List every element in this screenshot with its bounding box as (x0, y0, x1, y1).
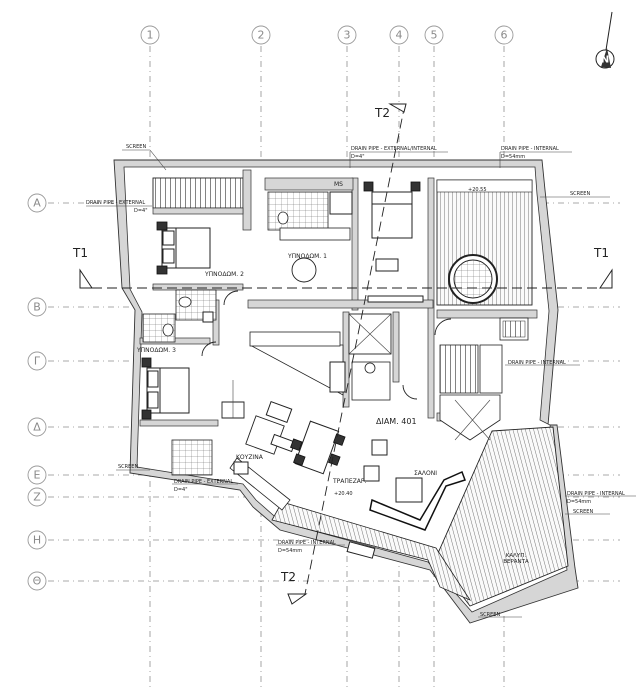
note-drain-bottom-left-2: D=4" (174, 487, 188, 493)
section-t1-left: T1 (72, 246, 88, 260)
grid-columns (149, 46, 505, 690)
grid-column-bubbles: 1 2 3 4 5 6 (140, 25, 514, 45)
grid-row-h: H (33, 534, 41, 547)
level-top: +20.55 (468, 187, 487, 193)
corridor (249, 331, 391, 401)
living: ΣΑΛΟΝΙ ΔΙΑΜ. 401 (346, 417, 466, 559)
grid-row-bubbles: A B Γ Δ E Z H Θ (27, 193, 47, 591)
grid-col-6: 6 (501, 29, 508, 42)
note-screen-left-bottom: SCREEN (118, 464, 138, 470)
grid-col-2: 2 (258, 29, 265, 42)
grid-row-e: E (34, 469, 41, 482)
note-drain-bottom-2: D=54mm (278, 548, 302, 554)
note-drain-bottom-left-1: DRAIN PIPE - EXTERNAL (174, 479, 233, 485)
note-drain-topright-2: D=54mm (501, 154, 525, 160)
note-drain-mid-right: DRAIN PIPE - INTERNAL (508, 360, 566, 366)
grid-row-z: Z (33, 491, 41, 504)
grid-col-1: 1 (147, 29, 154, 42)
annotations: SCREEN DRAIN PIPE - EXTERNAL/INTERNAL D=… (86, 144, 636, 618)
bedroom-3: ΥΠΝΟΔΩΜ. 3 (136, 347, 190, 420)
note-screen-right-top: SCREEN (570, 191, 590, 197)
bedroom-1-label: ΥΠΝΟΔΩΜ. 1 (287, 253, 327, 260)
ms-label: MS (334, 181, 343, 188)
veranda-label-2: ΒΕΡΑΝΤΑ (503, 559, 529, 565)
level-dining: +20.40 (334, 491, 353, 497)
note-screen-right-bottom: SCREEN (573, 509, 593, 515)
grid-col-3: 3 (344, 29, 351, 42)
kitchen: ΚΟΥΖΙΝΑ (171, 401, 296, 511)
top-left-balcony (152, 177, 244, 209)
note-drain-left-2: D=4" (134, 208, 148, 214)
note-drain-top-1: DRAIN PIPE - EXTERNAL/INTERNAL (351, 146, 437, 152)
grid-row-a: A (33, 197, 41, 210)
grid-row-d: Δ (33, 421, 41, 434)
section-t2-top: T2 (374, 106, 390, 120)
north-label: N (601, 55, 609, 66)
note-drain-top-2: D=4" (351, 154, 365, 160)
note-drain-topright-1: DRAIN PIPE - INTERNAL (501, 146, 559, 152)
living-label: ΣΑΛΟΝΙ (414, 470, 437, 477)
grid-row-b: B (33, 301, 41, 314)
grid-row-g: Γ (34, 355, 41, 368)
apartment-label: ΔΙΑΜ. 401 (376, 417, 417, 426)
note-drain-right-bottom-1: DRAIN PIPE - INTERNAL (567, 491, 625, 497)
note-screen-bottom: SCREEN (480, 612, 500, 618)
bathroom-left (142, 289, 217, 343)
note-drain-left-1: DRAIN PIPE - EXTERNAL (86, 200, 145, 206)
bathroom-top (267, 191, 353, 283)
dining: ΤΡΑΠΕΖΑΡ. +20.40 (290, 420, 367, 497)
bedroom-3-label: ΥΠΝΟΔΩΜ. 3 (136, 347, 176, 354)
veranda-label-1: ΚΑΛΥΠ. (506, 553, 527, 559)
section-t1-right: T1 (593, 246, 609, 260)
bedroom-2-label: ΥΠΝΟΔΩΜ. 2 (204, 271, 244, 278)
grid-row-th: Θ (33, 575, 42, 588)
bedroom-2: ΥΠΝΟΔΩΜ. 2 (156, 221, 244, 278)
doors (201, 290, 452, 419)
note-drain-right-bottom-2: D=54mm (567, 499, 591, 505)
bottom-right-veranda: ΚΑΛΥΠ. ΒΕΡΑΝΤΑ (434, 426, 569, 607)
top-right-deck: +20.55 (436, 179, 533, 306)
stair-core (348, 313, 529, 441)
north-arrow-icon: N (595, 11, 615, 69)
dining-label: ΤΡΑΠΕΖΑΡ. (332, 478, 367, 485)
bedroom-1: ΥΠΝΟΔΩΜ. 1 MS (287, 181, 424, 303)
grid-col-5: 5 (431, 29, 438, 42)
kitchen-label: ΚΟΥΖΙΝΑ (236, 454, 264, 461)
grid-col-4: 4 (396, 29, 403, 42)
note-drain-bottom-1: DRAIN PIPE - INTERNAL (278, 540, 336, 546)
note-screen-top: SCREEN (126, 144, 146, 150)
section-t2-bottom: T2 (280, 570, 296, 584)
section-lines: T1 T1 T2 T2 (72, 103, 613, 605)
